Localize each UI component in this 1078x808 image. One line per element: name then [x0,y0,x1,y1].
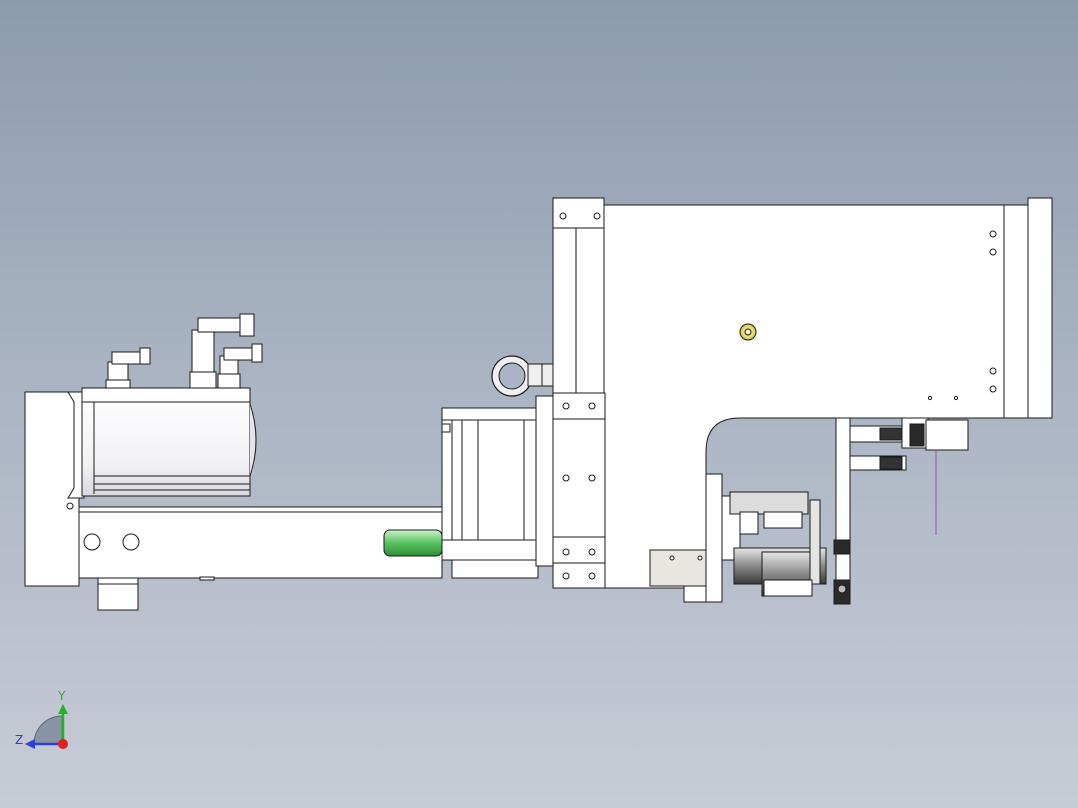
y-axis-arrow [58,704,68,714]
orientation-triad[interactable]: Y Z [10,684,90,764]
mounting-hole [122,533,140,551]
mounting-hole [83,533,101,551]
clamp-block [552,536,606,564]
cable-connector [105,347,151,389]
right-rail [1027,197,1053,419]
gripper-mechanism[interactable] [649,417,851,605]
clamp-block [552,392,606,420]
lifting-eyebolt [491,355,557,397]
main-plate[interactable] [552,197,1053,589]
y-axis-label: Y [57,689,66,703]
vertical-rib [575,227,605,394]
z-axis-label: Z [15,733,23,747]
base-beam [78,506,443,579]
x-axis-dot [58,739,68,749]
lower-bracket [97,577,139,611]
coupling-housing[interactable] [441,395,557,579]
cable-connector [217,343,263,389]
drive-shaft [383,529,443,557]
servo-motor-assembly[interactable] [24,313,443,611]
cable-connector [189,313,255,389]
clamp-block [552,562,606,589]
z-axis-arrow [25,739,35,749]
motor-body [81,387,251,497]
end-block [24,391,80,587]
triad-origin-wedge [33,715,63,745]
sensor-bracket [849,417,969,535]
motor-rear-cap [249,403,257,477]
clamp-block [552,418,606,538]
